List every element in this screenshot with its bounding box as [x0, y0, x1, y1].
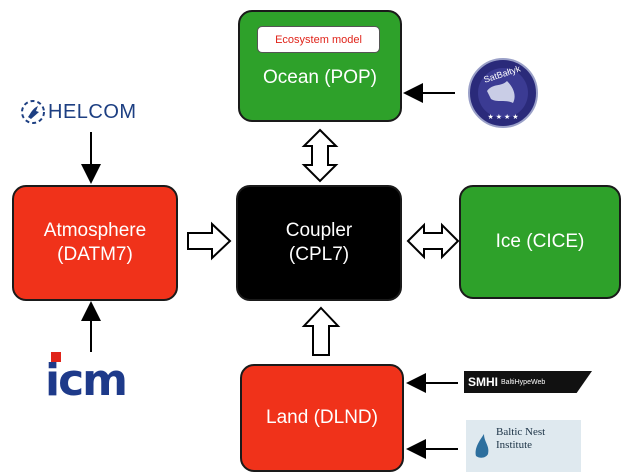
- ice-box: Ice (CICE): [459, 185, 621, 299]
- baltic-nest-logo: Baltic Nest Institute: [466, 420, 581, 472]
- svg-text:★ ★ ★ ★: ★ ★ ★ ★: [488, 113, 519, 121]
- land-label: Land (DLND): [266, 407, 378, 429]
- icm-logo-dot: [51, 352, 61, 362]
- land-to-coupler-arrow: [301, 306, 341, 356]
- atmosphere-to-coupler-arrow: [187, 221, 232, 261]
- ocean-coupler-arrow: [301, 128, 339, 183]
- baltic-nest-logo-line1: Baltic Nest: [496, 426, 546, 438]
- atmosphere-sublabel: (DATM7): [57, 244, 133, 265]
- coupler-label: Coupler: [285, 220, 353, 242]
- coupler-box: Coupler (CPL7): [236, 185, 402, 301]
- ocean-label: Ocean (POP): [262, 67, 378, 89]
- coupler-ice-arrow: [406, 222, 460, 260]
- helcom-logo-icon: [21, 100, 45, 124]
- atmosphere-label: Atmosphere: [43, 220, 147, 242]
- atmosphere-box: Atmosphere (DATM7): [12, 185, 178, 301]
- smhi-logo-text: SMHI: [468, 375, 498, 389]
- land-box: Land (DLND): [240, 364, 404, 472]
- ecosystem-model-label: Ecosystem model: [257, 26, 380, 53]
- baltic-nest-logo-line2: Institute: [496, 438, 533, 451]
- smhi-logo-subtext: BaltiHypeWeb: [501, 378, 546, 386]
- icm-logo-text: icm: [45, 355, 128, 406]
- helcom-logo-text: HELCOM: [48, 101, 137, 123]
- smhi-logo: SMHI BaltiHypeWeb: [464, 371, 592, 393]
- baltic-nest-logo-icon: [475, 434, 489, 458]
- coupler-sublabel: (CPL7): [288, 244, 350, 265]
- ice-label: Ice (CICE): [495, 231, 585, 253]
- satbaltyk-logo-icon: SatBałtyk ★ ★ ★ ★: [468, 58, 538, 128]
- icm-logo: icm: [45, 355, 128, 406]
